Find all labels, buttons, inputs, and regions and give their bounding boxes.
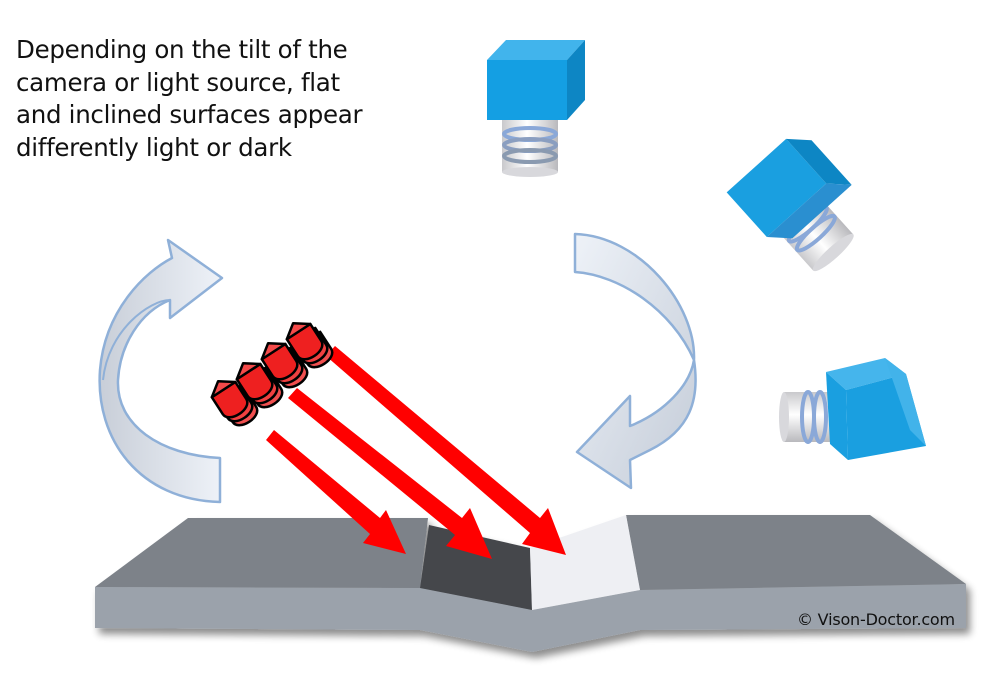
caption-line: Depending on the tilt of the — [16, 35, 348, 64]
light-ray — [326, 346, 566, 555]
red-led-array — [210, 321, 334, 427]
camera-body — [487, 40, 585, 120]
light-ray — [266, 430, 406, 554]
light-rays — [266, 346, 566, 559]
light-ray — [288, 388, 492, 559]
camera-lens — [779, 390, 836, 444]
surface-top-left — [95, 518, 428, 588]
caption-line: and inclined surfaces appear — [16, 100, 363, 129]
camera-top — [487, 40, 585, 177]
camera-body — [726, 138, 852, 239]
led — [235, 361, 284, 409]
camera-body — [826, 358, 926, 460]
surface-top-right — [626, 515, 966, 590]
caption-text: Depending on the tilt of the camera or l… — [16, 34, 406, 164]
camera-bottom — [779, 358, 926, 460]
led — [285, 321, 334, 369]
caption-line: differently light or dark — [16, 132, 292, 162]
inspection-surface — [95, 515, 966, 652]
rotation-arrow-left — [98, 238, 224, 504]
surface-front-face — [95, 584, 966, 652]
copyright-notice: © Vison-Doctor.com — [797, 610, 955, 629]
caption-line: camera or light source, flat — [16, 67, 340, 97]
led — [260, 341, 309, 389]
led — [210, 379, 259, 427]
rotation-arrow-right — [573, 232, 697, 490]
camera-lens — [502, 118, 558, 177]
camera-middle — [726, 138, 854, 272]
